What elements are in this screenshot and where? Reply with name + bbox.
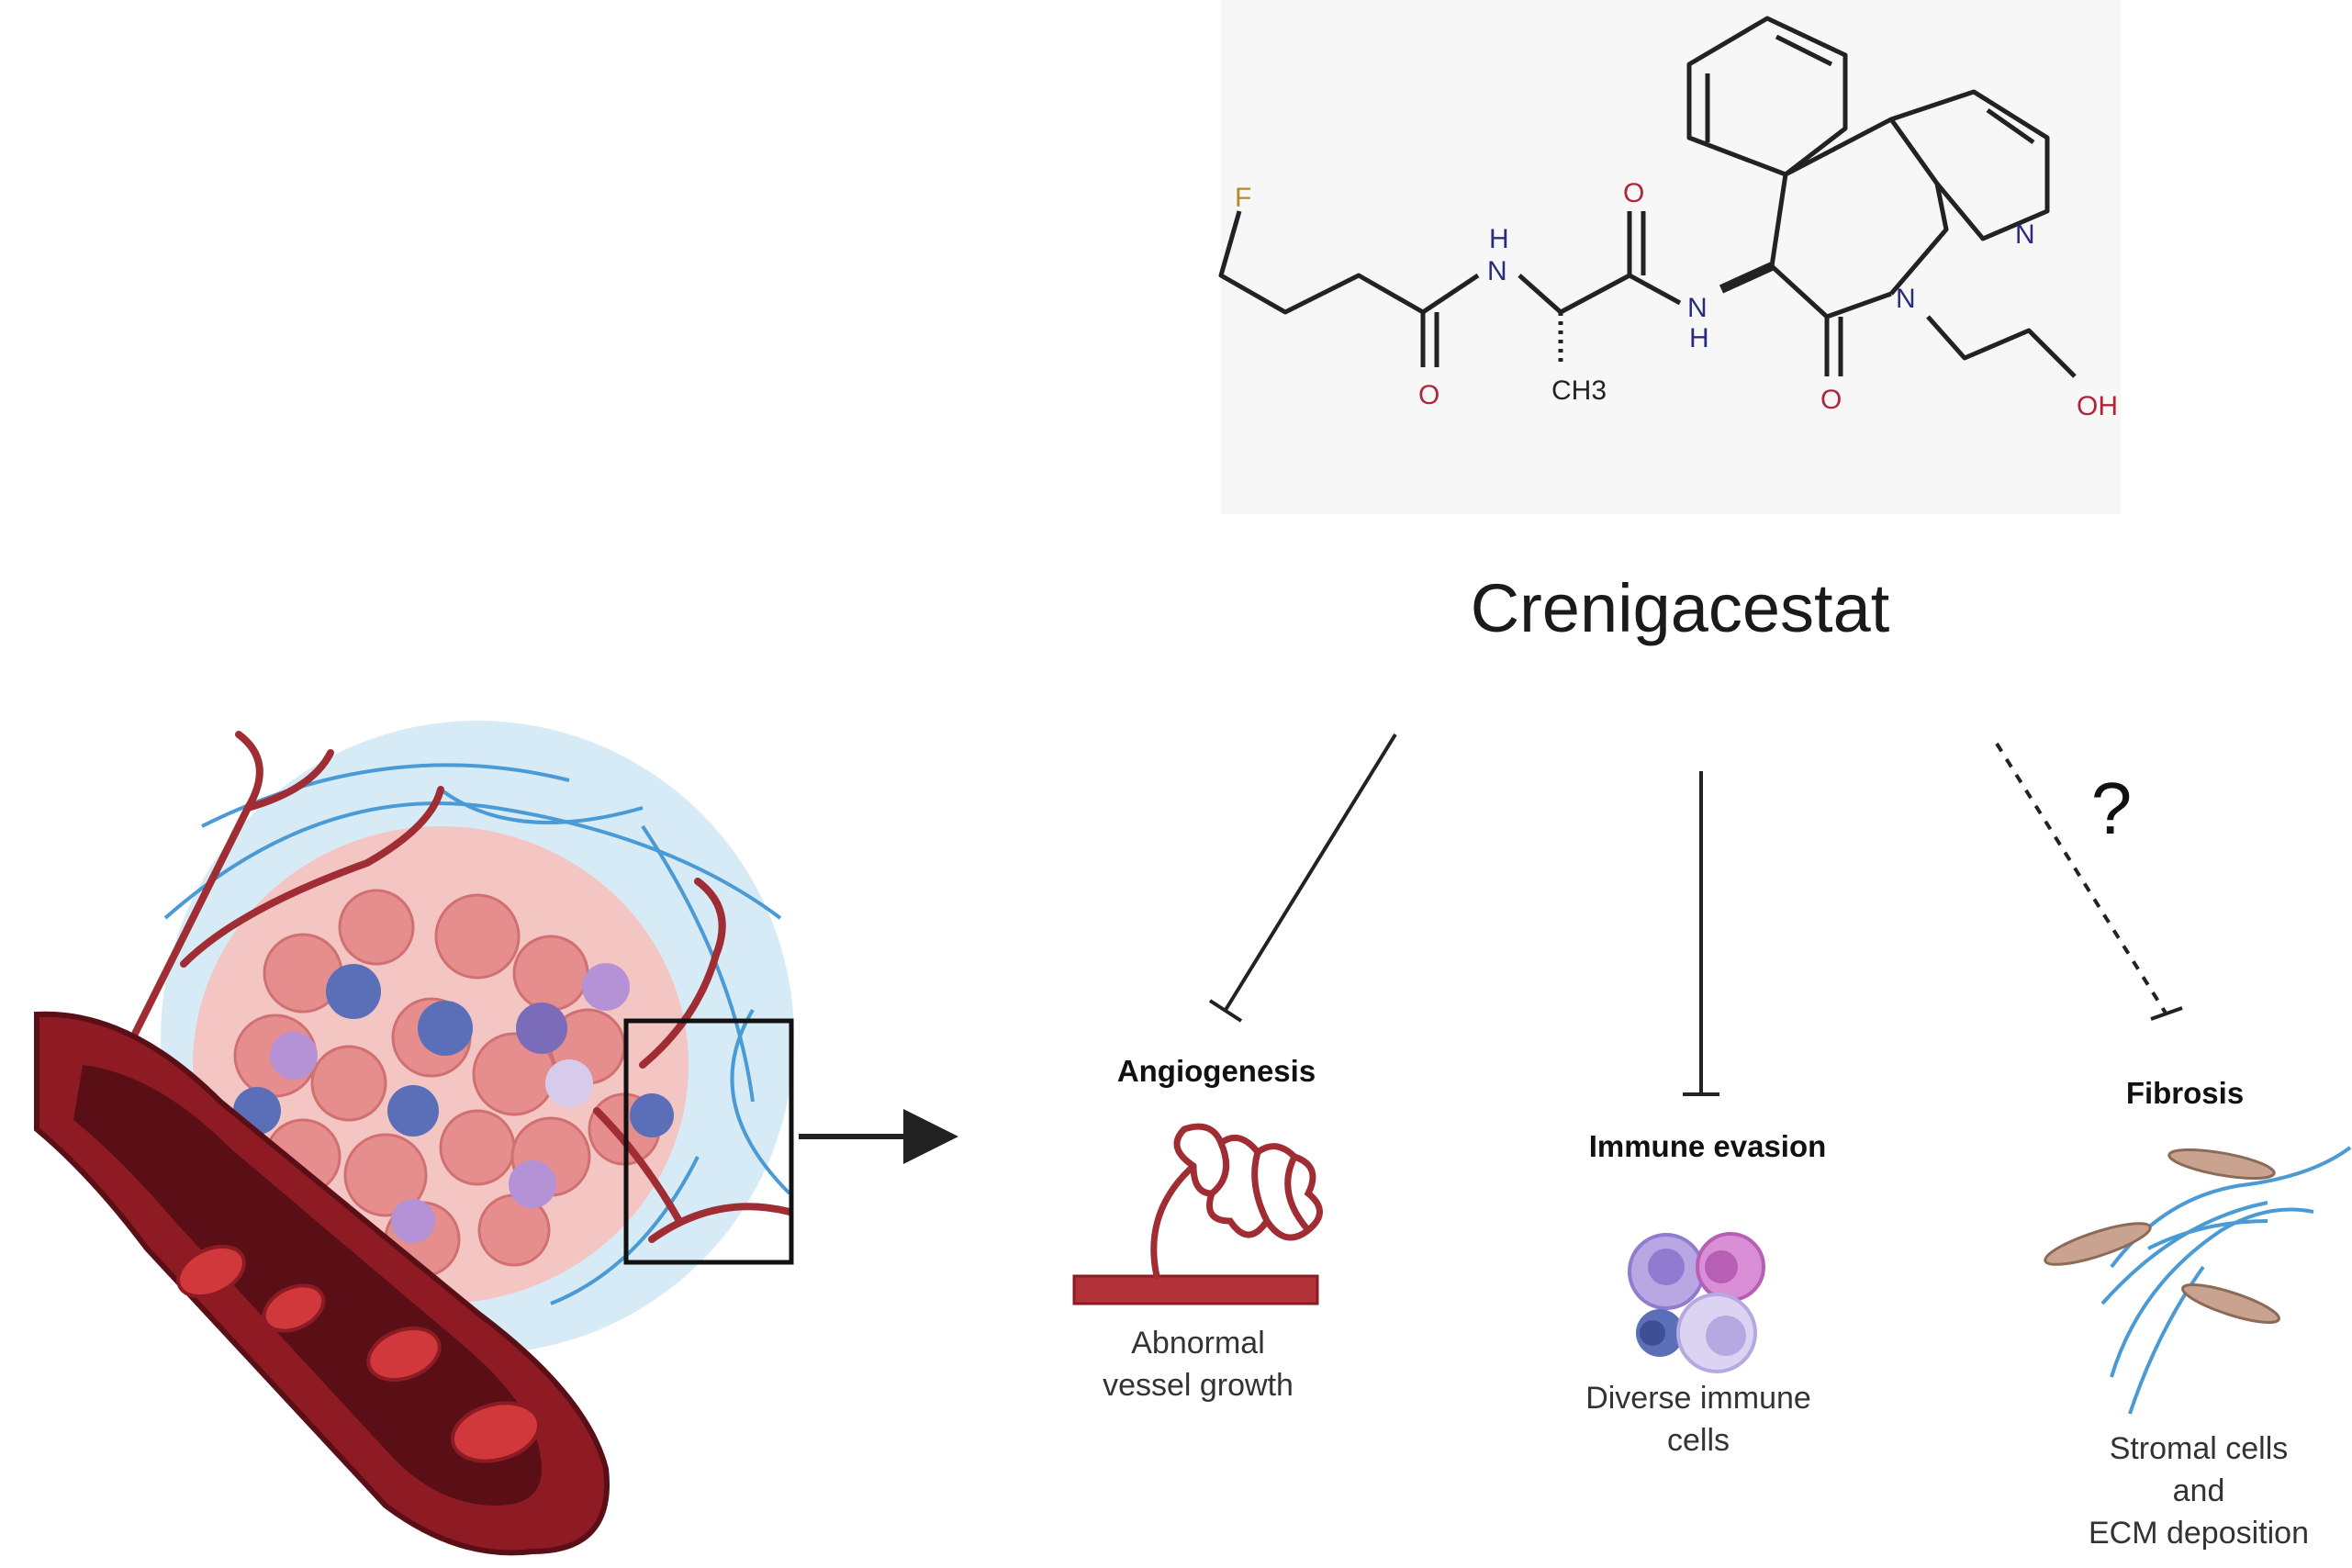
diverse-immune-cells-icon (1628, 1232, 1765, 1373)
atom-nh-bottom-h: H (1689, 323, 1709, 353)
atom-n-pyridine: N (2015, 219, 2035, 250)
inhibition-lines (1208, 733, 2183, 1096)
angiogenesis-inhibition-bar (1208, 999, 1243, 1023)
fibrosis-label: Fibrosis (2125, 1076, 2245, 1110)
atom-f: F (1235, 183, 1251, 213)
abnormal-vessel-growth-icon (1072, 1123, 1323, 1305)
atom-ch3: CH3 (1551, 375, 1607, 406)
stromal-cells-ecm-icon (2044, 1146, 2352, 1415)
compound-name: Crenigacestat (1470, 570, 1890, 646)
main-blood-vessel (34, 1011, 610, 1556)
atom-nh-top-h: H (1489, 224, 1509, 254)
abnormal-vessel-growth-caption: Abnormal vessel growth (1028, 1322, 1368, 1406)
tumor-illustration (34, 721, 794, 1556)
atom-n-ring: N (1896, 284, 1916, 314)
caption-line: cells (1666, 1423, 1730, 1458)
diverse-immune-cells-caption: Diverse immune cells (1515, 1377, 1882, 1462)
caption-line: ECM deposition (2088, 1516, 2309, 1551)
caption-line: Abnormal (1131, 1326, 1265, 1361)
caption-line: vessel growth (1103, 1368, 1294, 1403)
atom-oh: OH (2077, 391, 2118, 421)
red-blood-cells (176, 1244, 542, 1463)
angiogenesis-label: Angiogenesis (1116, 1054, 1316, 1088)
atom-o3: O (1820, 385, 1842, 415)
caption-line: Stromal cells (2109, 1431, 2289, 1466)
uncertain-mark: ? (2090, 767, 2133, 849)
atom-n1: N (1487, 256, 1507, 286)
caption-line: and (2172, 1473, 2225, 1508)
fibrosis-inhibition-bar (2150, 1006, 2183, 1021)
immune-cells-in-tumor (233, 963, 674, 1243)
atom-n2: N (1687, 293, 1708, 323)
atom-o2: O (1623, 178, 1644, 208)
atom-o1: O (1418, 380, 1439, 410)
angiogenesis-inhibition-line (1224, 733, 1397, 1012)
zoom-box (623, 1018, 794, 1265)
tumor-blood-vessels (125, 731, 793, 1243)
caption-line: Diverse immune (1585, 1381, 1811, 1416)
molecule-structure: F H N O CH3 O N H O N N OH (1218, 0, 2121, 514)
stromal-ecm-caption: Stromal cells and ECM deposition (2056, 1428, 2341, 1554)
immune-evasion-label: Immune evasion (1588, 1129, 1827, 1163)
molecule-panel-background (1221, 0, 2121, 514)
